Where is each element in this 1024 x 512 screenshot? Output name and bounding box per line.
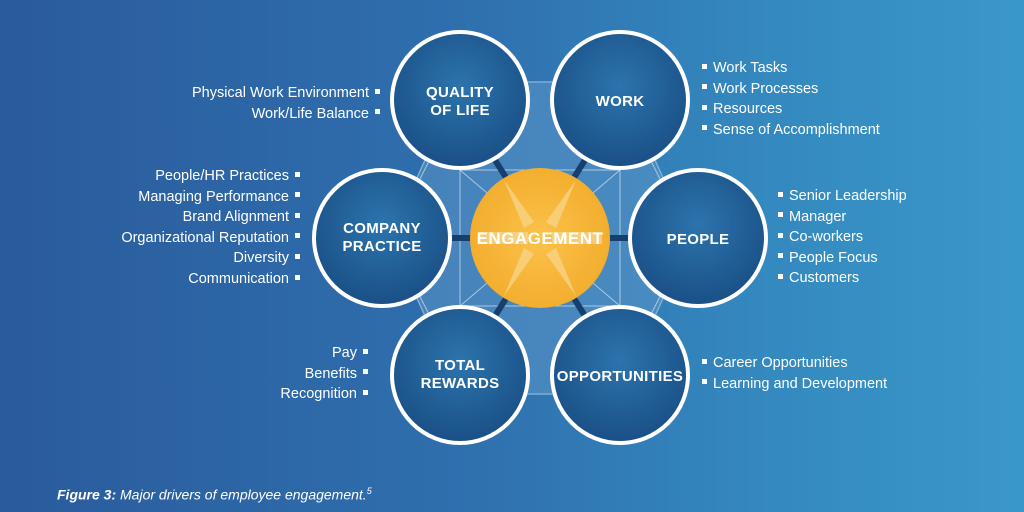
list-item: Recognition <box>280 384 368 405</box>
caption-reference: 5 <box>366 486 372 496</box>
caption-text: Major drivers of employee engagement. <box>116 486 367 503</box>
driver-work: WORK <box>550 30 690 170</box>
spokes <box>449 157 631 319</box>
total-rewards-label-1: TOTAL <box>435 357 485 374</box>
engagement-circle <box>470 168 610 308</box>
list-item: Career Opportunities <box>702 353 887 374</box>
quality-of-life-label-1: QUALITY <box>426 84 494 101</box>
list-item: Physical Work Environment <box>192 83 380 104</box>
driver-quality-of-life: QUALITY OF LIFE <box>390 30 530 170</box>
figure-caption: Figure 3: Major drivers of employee enga… <box>57 486 372 503</box>
list-item: People/HR Practices <box>121 166 300 187</box>
list-item: Manager <box>778 207 907 228</box>
opportunities-items: Career Opportunities Learning and Develo… <box>702 353 887 394</box>
driver-company-practice: COMPANY PRACTICE <box>312 168 452 308</box>
work-items: Work Tasks Work Processes Resources Sens… <box>702 58 880 140</box>
list-item: Work Processes <box>702 79 880 100</box>
total-rewards-items: Pay Benefits Recognition <box>280 343 368 405</box>
list-item: Sense of Accomplishment <box>702 120 880 141</box>
company-practice-items: People/HR Practices Managing Performance… <box>121 166 300 290</box>
list-item: Organizational Reputation <box>121 228 300 249</box>
company-practice-label-2: PRACTICE <box>342 238 421 255</box>
list-item: Senior Leadership <box>778 186 907 207</box>
list-item: Pay <box>280 343 368 364</box>
people-items: Senior Leadership Manager Co-workers Peo… <box>778 186 907 289</box>
engagement-label: ENGAGEMENT <box>477 229 604 248</box>
list-item: Resources <box>702 99 880 120</box>
work-label: WORK <box>596 93 645 110</box>
company-practice-label-1: COMPANY <box>343 220 421 237</box>
list-item: Work Tasks <box>702 58 880 79</box>
driver-people: PEOPLE <box>628 168 768 308</box>
list-item: Diversity <box>121 248 300 269</box>
driver-opportunities: OPPORTUNITIES <box>550 305 690 445</box>
list-item: People Focus <box>778 248 907 269</box>
list-item: Work/Life Balance <box>192 104 380 125</box>
people-label: PEOPLE <box>667 231 730 248</box>
list-item: Co-workers <box>778 227 907 248</box>
list-item: Learning and Development <box>702 374 887 395</box>
list-item: Benefits <box>280 364 368 385</box>
driver-total-rewards: TOTAL REWARDS <box>390 305 530 445</box>
quality-of-life-items: Physical Work Environment Work/Life Bala… <box>192 83 380 124</box>
figure-number: Figure 3: <box>57 486 117 503</box>
quality-of-life-label-2: OF LIFE <box>430 102 490 119</box>
list-item: Brand Alignment <box>121 207 300 228</box>
list-item: Communication <box>121 269 300 290</box>
list-item: Managing Performance <box>121 187 300 208</box>
total-rewards-label-2: REWARDS <box>421 375 500 392</box>
engagement-diagram: ENGAGEMENT QUALITY OF LIFE WORK PEOPLE O… <box>312 30 768 445</box>
list-item: Customers <box>778 268 907 289</box>
inward-arrows <box>478 180 602 296</box>
opportunities-label: OPPORTUNITIES <box>557 368 683 385</box>
